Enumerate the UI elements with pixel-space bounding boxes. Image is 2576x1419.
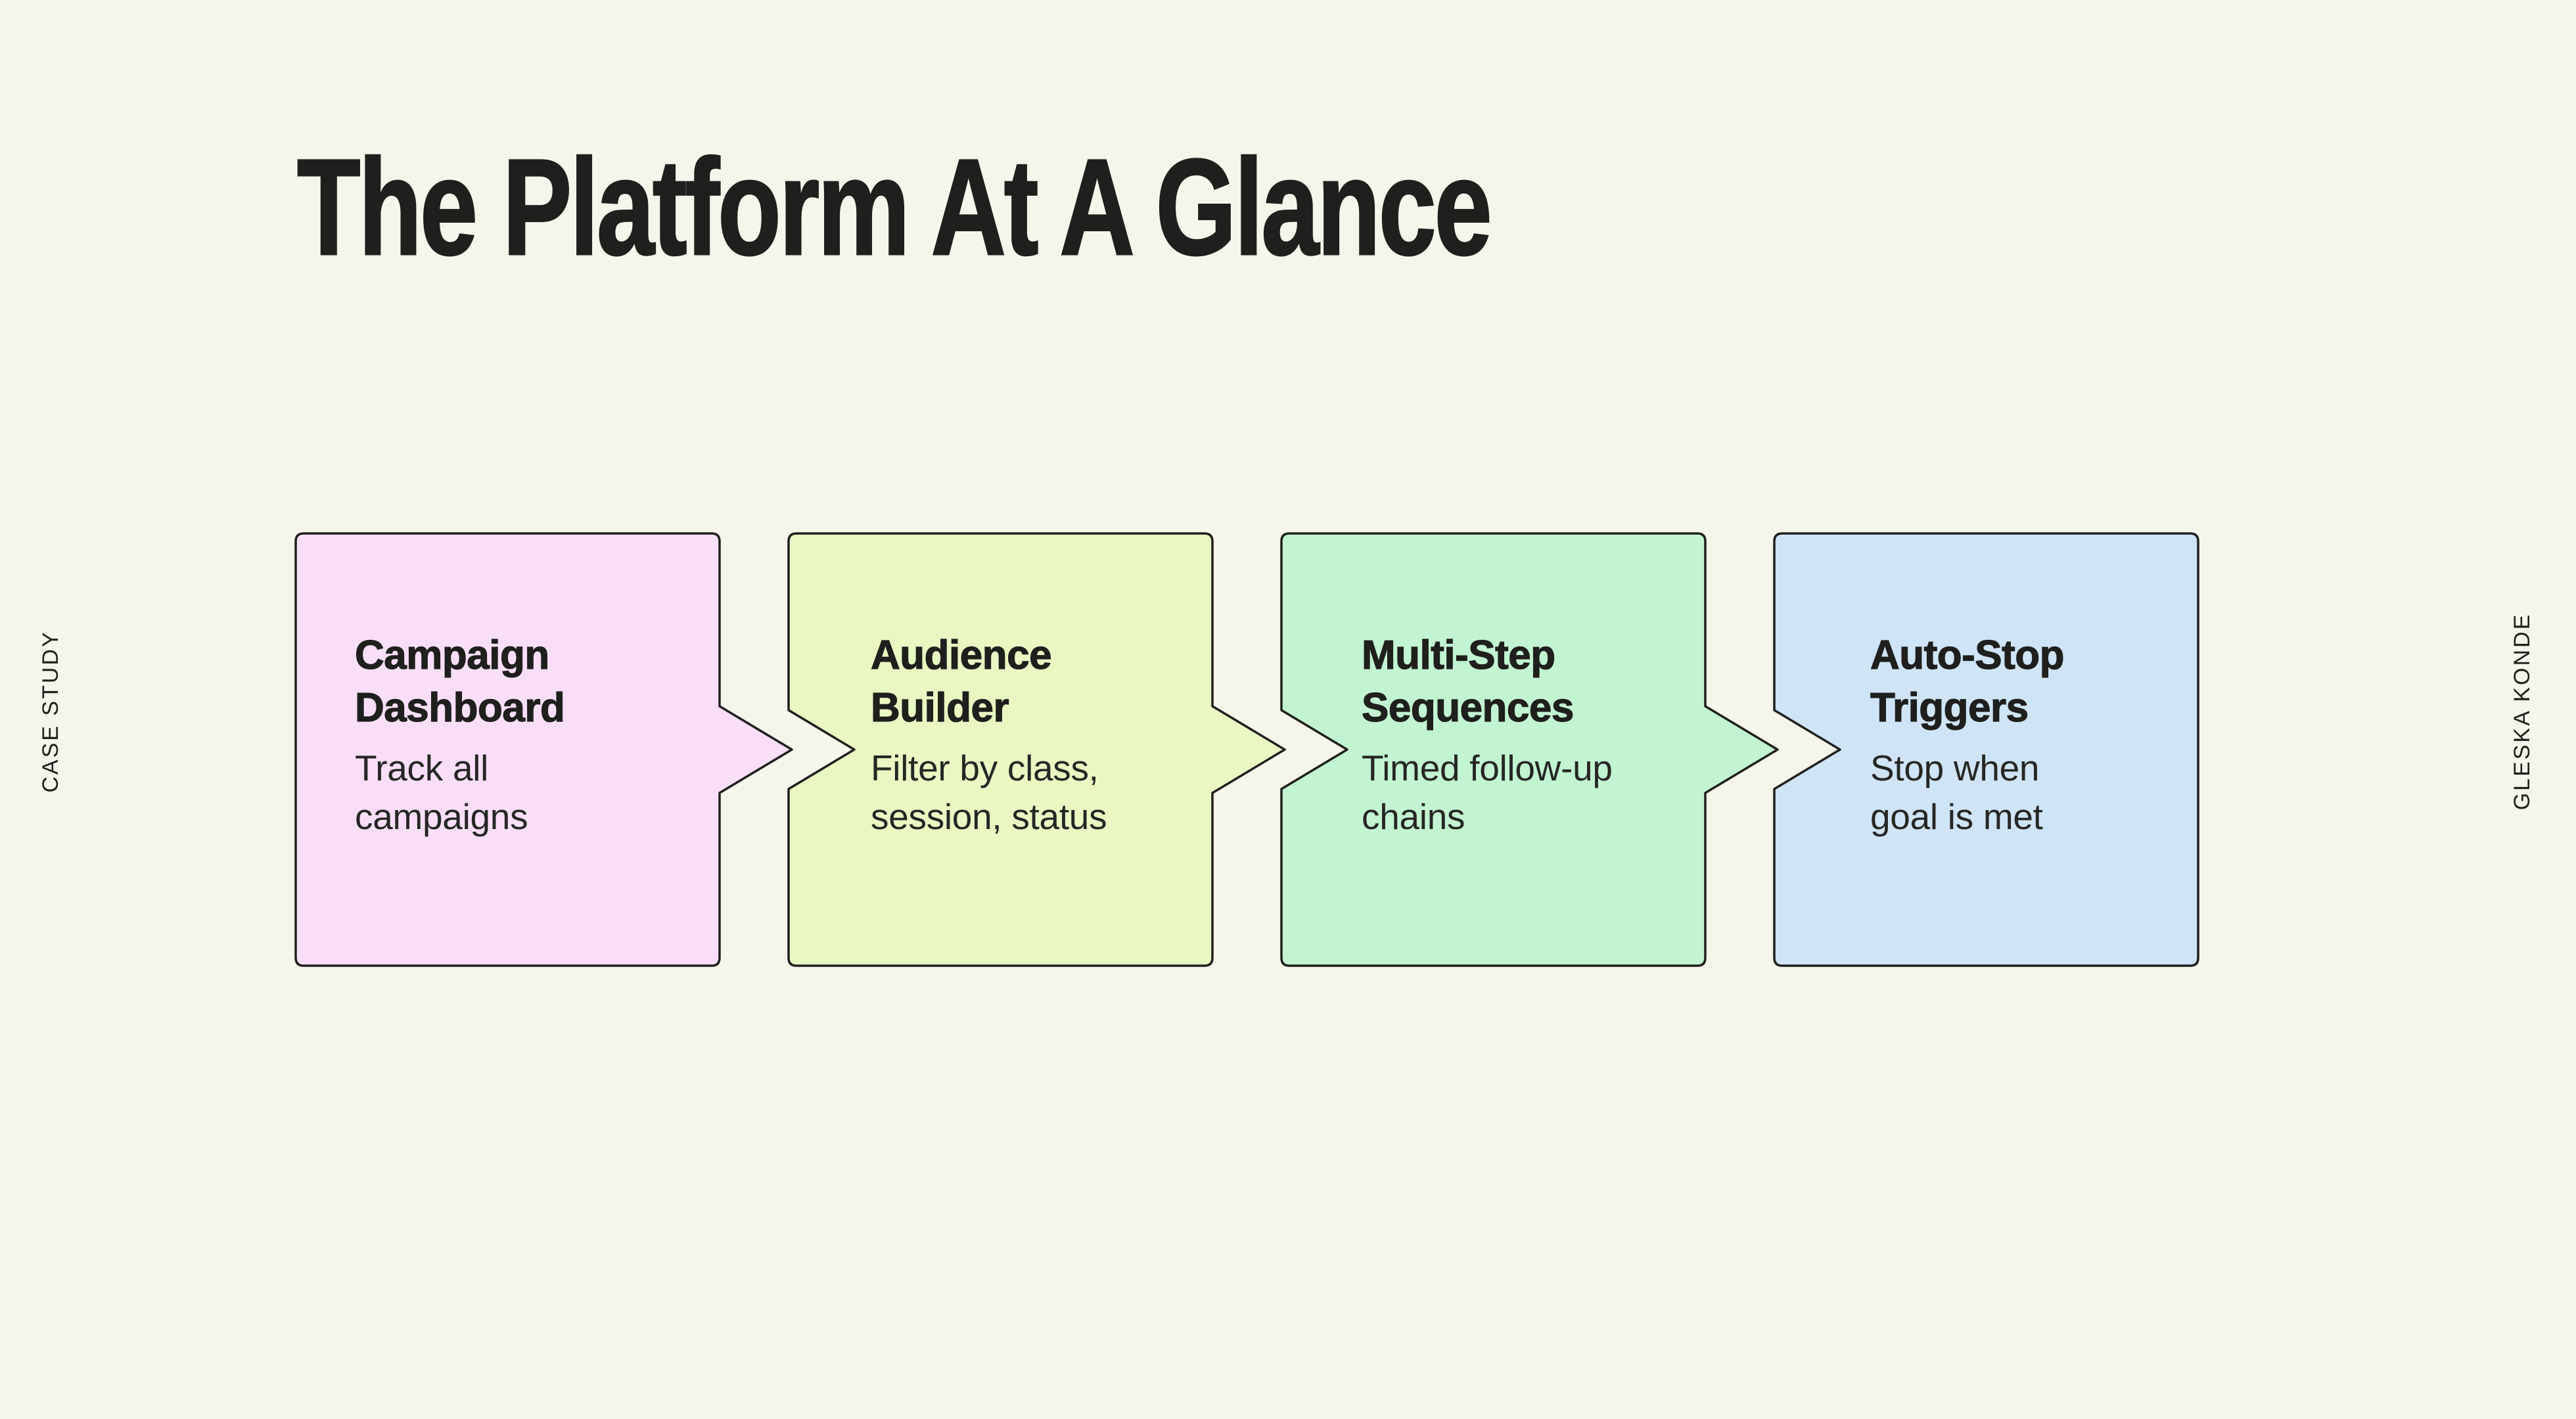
chevron-card-shape	[787, 532, 1286, 967]
flow-step-audience-builder: Audience Builder Filter by class, sessio…	[787, 532, 1286, 967]
flow-step-campaign-dashboard: Campaign Dashboard Track all campaigns	[294, 532, 793, 967]
step-content: Audience Builder Filter by class, sessio…	[870, 629, 1195, 841]
step-description: Timed follow-up chains	[1362, 748, 1613, 837]
step-heading: Audience Builder	[870, 632, 1052, 731]
chevron-card-shape	[1280, 532, 1779, 967]
step-card-shape-notch-left	[1773, 532, 2199, 967]
side-label-case-study: CASE STUDY	[37, 630, 63, 793]
step-heading: Campaign Dashboard	[354, 632, 565, 731]
flow-step-auto-stop-triggers: Auto-Stop Triggers Stop when goal is met	[1773, 532, 2199, 967]
step-description: Stop when goal is met	[1870, 748, 2043, 837]
page-title: The Platform At A Glance	[296, 131, 1493, 284]
step-heading: Auto-Stop Triggers	[1870, 632, 2065, 731]
chevron-card-shape	[1773, 532, 2199, 967]
chevron-card-shape	[294, 532, 793, 967]
step-description: Filter by class, session, status	[871, 748, 1107, 837]
flow-step-multi-step-sequences: Multi-Step Sequences Timed follow-up cha…	[1280, 532, 1779, 967]
side-label-author: GLESKA KONDE	[2509, 612, 2535, 811]
step-content: Multi-Step Sequences Timed follow-up cha…	[1361, 629, 1688, 841]
step-card-shape-notch-and-arrow	[1280, 532, 1779, 967]
step-heading: Multi-Step Sequences	[1361, 632, 1575, 731]
step-content: Campaign Dashboard Track all campaigns	[354, 629, 702, 841]
step-content: Auto-Stop Triggers Stop when goal is met	[1870, 629, 2181, 841]
step-description: Track all campaigns	[355, 748, 528, 837]
step-card-shape-arrow-right	[294, 532, 793, 967]
step-card-shape-notch-and-arrow	[787, 532, 1286, 967]
